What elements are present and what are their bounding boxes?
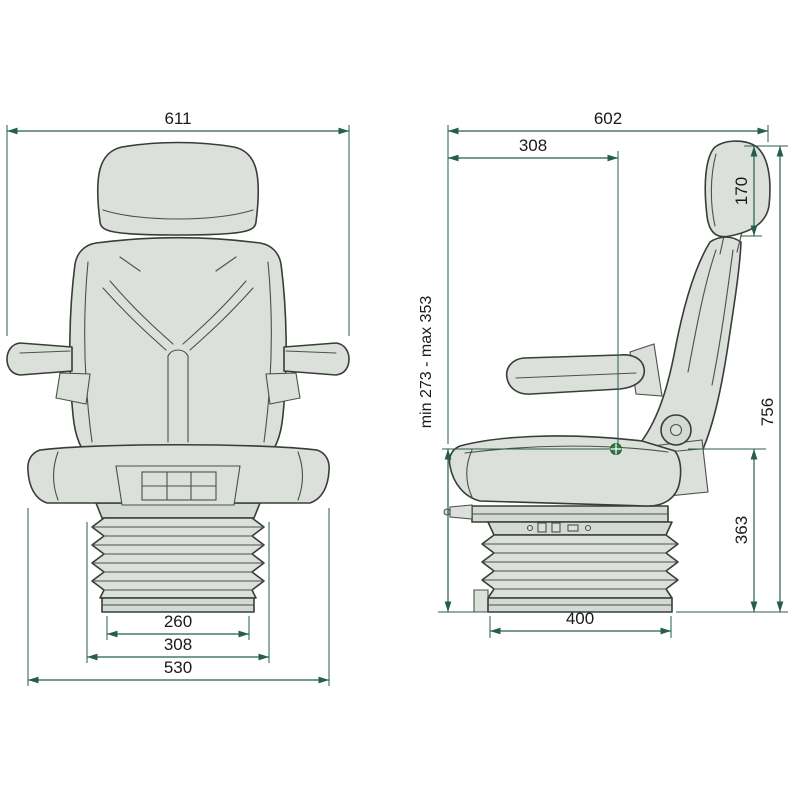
dim-label-front-bellows-width: 260	[164, 612, 192, 631]
side-base-step	[473, 589, 489, 613]
dim-label-front-base-width: 530	[164, 658, 192, 677]
front-seat-illustration	[6, 141, 350, 613]
dim-label-side-overall-depth: 602	[594, 109, 622, 128]
front-armrest-bracket-right	[265, 372, 301, 405]
seat-index-point-marker	[610, 443, 622, 455]
side-front-handle	[449, 504, 473, 520]
side-seat-illustration	[443, 140, 771, 613]
dim-label-headrest-height: 170	[732, 177, 751, 205]
side-backrest	[637, 236, 742, 457]
dim-label-lower-height: 363	[732, 516, 751, 544]
adjuster-controls	[526, 522, 592, 533]
side-dimensions: 602 308 min 273 - max 353 170 363 756	[418, 109, 788, 638]
front-armrest-bracket-left	[55, 372, 91, 405]
side-view: 602 308 min 273 - max 353 170 363 756	[418, 109, 788, 638]
dim-label-front-suspension-width: 308	[164, 635, 192, 654]
front-armrest-left	[6, 342, 73, 376]
dim-label-seat-height-range: min 273 - max 353	[418, 296, 435, 429]
dim-label-base-depth: 400	[566, 609, 594, 628]
dim-label-overall-height: 756	[758, 398, 777, 426]
front-dimensions: 611 260 308 530	[6, 109, 350, 686]
front-backrest	[69, 236, 287, 461]
front-view: 611 260 308 530	[6, 109, 350, 686]
dim-label-side-backrest-offset: 308	[519, 136, 547, 155]
front-bellows	[91, 517, 265, 599]
front-headrest	[96, 141, 260, 236]
side-suspension-plate	[487, 521, 673, 536]
front-armrest-right	[283, 342, 350, 376]
dim-label-front-overall-width: 611	[164, 109, 191, 128]
side-armrest	[505, 354, 646, 395]
